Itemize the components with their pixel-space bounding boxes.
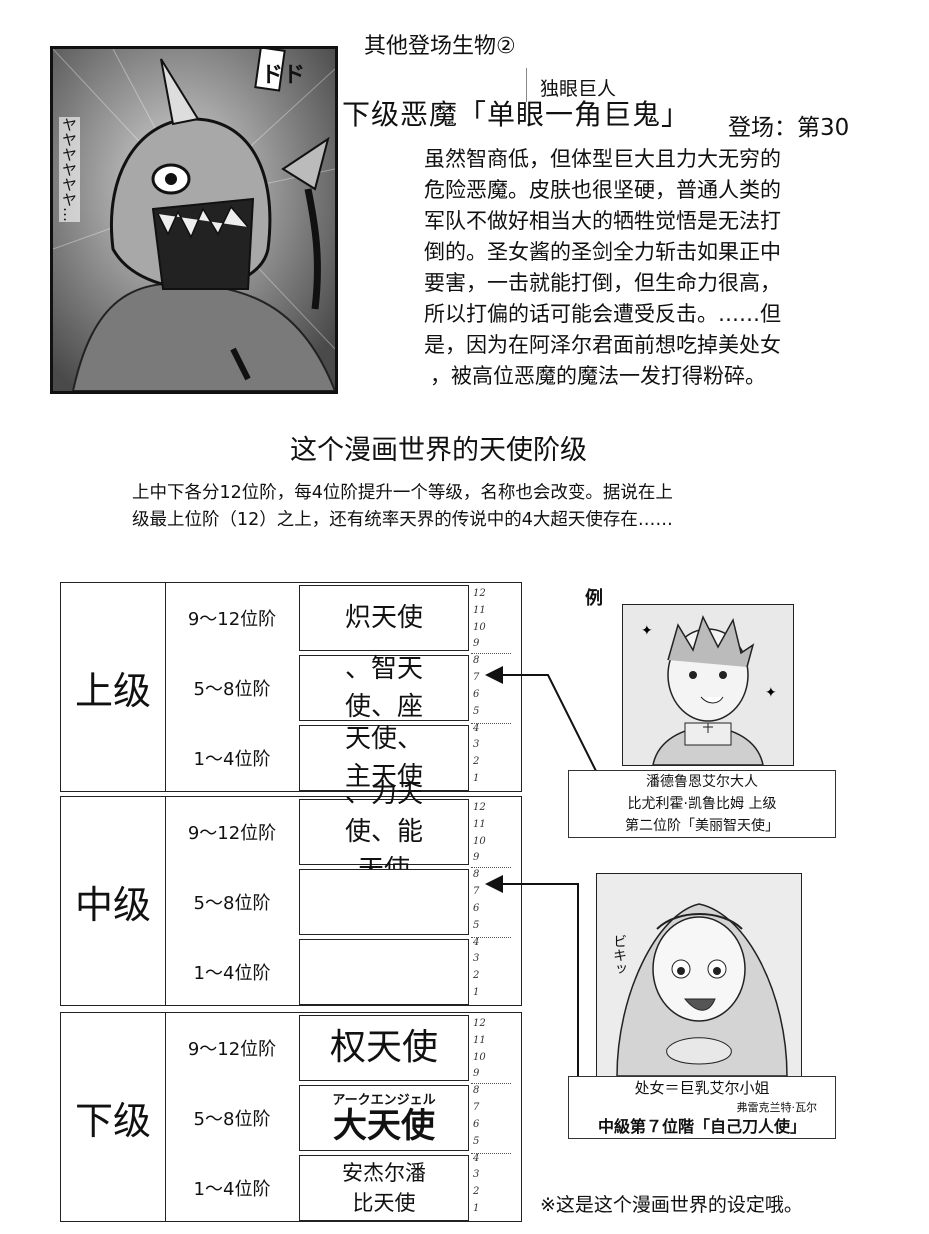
example-illustration-1: ✦✦ — [622, 604, 794, 766]
rank-ticks: 12 11 10 9 8 7 6 5 4 3 2 1 — [473, 801, 519, 1003]
tick-divider — [471, 653, 511, 654]
angel-name: 、力天 使、能 天使 — [299, 779, 469, 885]
tick-divider — [471, 937, 511, 938]
tick-number: 4 — [473, 722, 480, 734]
angel-name: 炽天使 — [299, 585, 469, 651]
range-label: 1～4位阶 — [193, 749, 271, 770]
tick-number: 12 — [473, 1018, 486, 1029]
footnote: ※这是这个漫画世界的设定哦。 — [540, 1194, 803, 1216]
range-label: 9～12位阶 — [187, 823, 277, 844]
creature-ruby: 独眼巨人 — [540, 78, 617, 100]
tier-name: 中级 — [61, 797, 166, 1005]
tier-box-2: 下级 9～12位阶 权天使 5～8位阶 アークエンジェル大天使 1～4位阶 安杰尔潘 比天使… — [60, 1012, 522, 1222]
angel-cell: アークエンジェル大天使 — [299, 1085, 469, 1151]
tick-number: 10 — [473, 621, 486, 633]
tick-divider — [471, 867, 511, 868]
hierarchy-title: 这个漫画世界的天使阶级 — [290, 435, 587, 466]
tick-number: 2 — [473, 970, 480, 982]
tick-divider — [471, 1153, 511, 1154]
tick-divider — [471, 1083, 511, 1084]
tick-number: 11 — [473, 604, 486, 616]
tick-number: 12 — [473, 588, 486, 599]
tick-number: 2 — [473, 1186, 480, 1198]
rank-ticks: 12 11 10 9 8 7 6 5 4 3 2 1 — [473, 1017, 519, 1219]
tier-name: 下级 — [61, 1013, 166, 1221]
range-label: 1～4位阶 — [193, 963, 271, 984]
tick-number: 7 — [473, 672, 480, 684]
tick-number: 3 — [473, 1169, 480, 1181]
angel-name: 、智天 使、座 — [299, 654, 469, 722]
tick-number: 12 — [473, 802, 486, 813]
tick-number: 8 — [473, 655, 480, 667]
manga-sfx-top: ドド — [261, 63, 306, 88]
range-label: 5～8位阶 — [193, 1109, 271, 1130]
tick-number: 10 — [473, 1051, 486, 1063]
tick-number: 5 — [473, 1135, 480, 1147]
range-label: 1～4位阶 — [193, 1179, 271, 1200]
tick-number: 9 — [473, 852, 480, 864]
demon-illustration: ヤヤヤヤヤヤ… ドド — [50, 46, 338, 394]
tick-number: 2 — [473, 756, 480, 768]
tick-divider — [471, 723, 511, 724]
tier-box-1: 中级9～12位阶、力天 使、能 天使5～8位阶1～4位阶121110987654… — [60, 779, 522, 1006]
tick-number: 1 — [473, 1203, 480, 1215]
tick-number: 6 — [473, 902, 480, 914]
tick-number: 6 — [473, 1118, 480, 1130]
creature-description: 虽然智商低，但体型巨大且力大无穷的 危险恶魔。皮肤也很坚硬，普通人类的 军队不做… — [424, 147, 781, 388]
tick-number: 4 — [473, 1152, 480, 1164]
example-caption-2: 处女＝巨乳艾尔小姐 弗雷克兰特·瓦尔 中級第７位階「自己刀人使」 — [568, 1076, 836, 1139]
ruby-line — [526, 68, 527, 102]
angel-ruby: アークエンジェル — [332, 1093, 436, 1108]
range-label: 9～12位阶 — [187, 1039, 277, 1060]
creature-appearance: 登场：第30 — [728, 115, 850, 141]
tick-number: 11 — [473, 818, 486, 830]
hierarchy-intro: 上中下各分12位阶，每4位阶提升一个等级，名称也会改变。据说在上 级最上位阶（1… — [132, 483, 673, 530]
example-label: 例 — [585, 588, 603, 609]
tick-number: 1 — [473, 987, 480, 999]
tick-number: 6 — [473, 688, 480, 700]
angel-name — [299, 869, 469, 935]
tick-number: 11 — [473, 1034, 486, 1046]
tick-number: 3 — [473, 953, 480, 965]
example-caption-1: 潘德鲁恩艾尔大人 比尤利霍·凯鲁比姆 上级 第二位阶「美丽智天使」 — [568, 770, 836, 838]
tick-number: 9 — [473, 1068, 480, 1080]
tick-number: 3 — [473, 739, 480, 751]
angel-name-text: 大天使 — [333, 1106, 435, 1146]
range-label: 5～8位阶 — [193, 893, 271, 914]
tick-number: 4 — [473, 936, 480, 948]
svg-text:✦: ✦ — [765, 685, 777, 701]
rank-ticks: 12 11 10 9 8 7 6 5 4 3 2 1 — [473, 587, 519, 789]
angel-name: 权天使 — [299, 1015, 469, 1081]
angel-name: 天使、 主天使 — [299, 724, 469, 792]
tick-number: 1 — [473, 773, 480, 785]
angel-name — [299, 939, 469, 1005]
example-illustration-2: ビキッ — [596, 873, 802, 1077]
svg-text:✦: ✦ — [641, 623, 653, 639]
tick-number: 7 — [473, 1102, 480, 1114]
creature-name: 下级恶魔「单眼一角巨鬼」 — [342, 98, 691, 131]
tick-number: 8 — [473, 869, 480, 881]
tick-number: 8 — [473, 1085, 480, 1097]
section-title: 其他登场生物② — [364, 34, 516, 59]
range-label: 5～8位阶 — [193, 679, 271, 700]
tick-number: 9 — [473, 638, 480, 650]
manga-sfx-right: ビキッ — [611, 934, 627, 976]
manga-sfx-left: ヤヤヤヤヤヤ… — [59, 117, 80, 222]
tick-number: 5 — [473, 919, 480, 931]
tick-number: 7 — [473, 886, 480, 898]
angel-name: 安杰尔潘 比天使 — [299, 1155, 469, 1221]
tier-name: 上级 — [61, 583, 166, 791]
range-label: 9～12位阶 — [187, 609, 277, 630]
tick-number: 10 — [473, 835, 486, 847]
tick-number: 5 — [473, 705, 480, 717]
